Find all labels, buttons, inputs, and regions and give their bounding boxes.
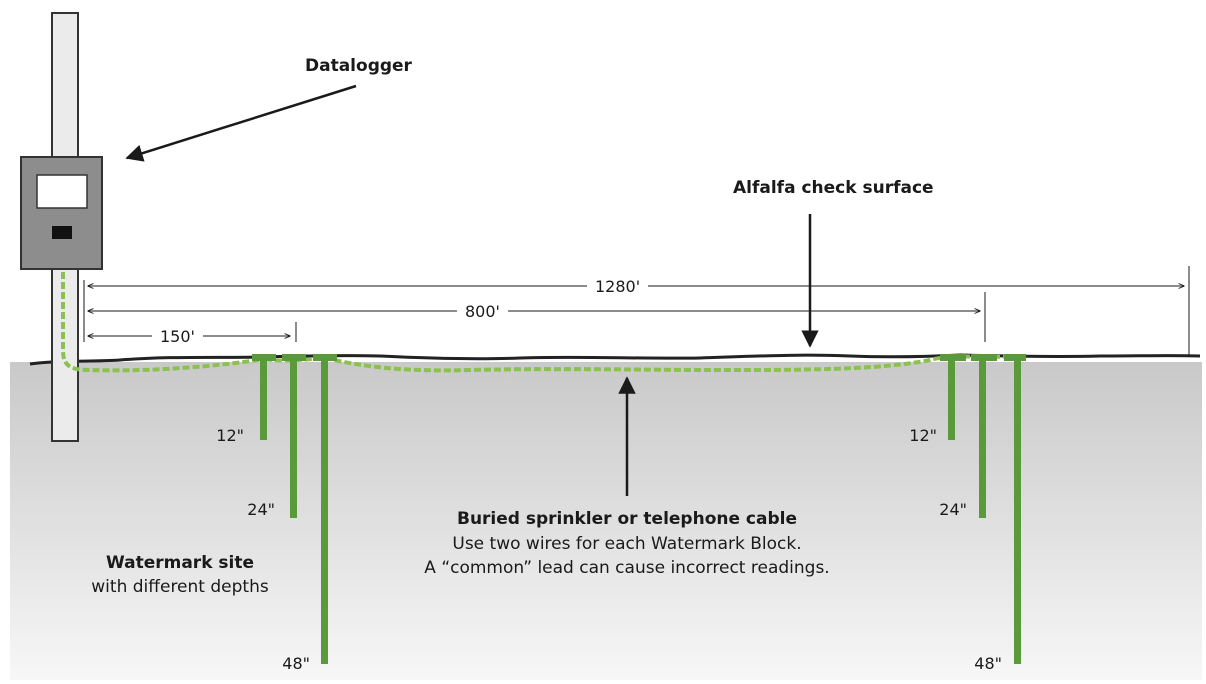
surface-label: Alfalfa check surface	[733, 178, 934, 198]
datalogger-label: Datalogger	[305, 56, 412, 76]
depth-label-left-12: 12"	[216, 426, 244, 445]
sensor-48-left	[321, 358, 328, 664]
depth-label-right-24: 24"	[939, 500, 967, 519]
site-title: Watermark site	[105, 553, 255, 573]
dimension-1280-label: 1280'	[587, 277, 649, 296]
datalogger-port	[52, 226, 72, 239]
cable-title: Buried sprinkler or telephone cable	[456, 509, 798, 529]
datalogger-display	[36, 174, 88, 209]
soil	[10, 362, 1202, 680]
right-sensor-group	[940, 354, 1026, 664]
cable-note-line2: A “common” lead can cause incorrect read…	[424, 558, 830, 578]
depth-label-right-12: 12"	[909, 426, 937, 445]
sensor-12-left	[260, 358, 267, 440]
buried-cable	[61, 272, 1016, 373]
sensor-24-right	[979, 358, 986, 518]
sensor-24-left	[290, 358, 297, 518]
sensor-48-right	[1014, 358, 1021, 664]
depth-label-left-48: 48"	[282, 654, 310, 673]
dimension-800-label: 800'	[457, 302, 508, 321]
depth-label-left-24: 24"	[247, 500, 275, 519]
datalogger-box	[20, 156, 103, 270]
cable-note-line1: Use two wires for each Watermark Block.	[452, 534, 802, 554]
dimension-150-label: 150'	[152, 327, 203, 346]
sensor-12-right	[948, 358, 955, 440]
site-subtitle: with different depths	[91, 577, 269, 597]
depth-label-right-48: 48"	[974, 654, 1002, 673]
left-sensor-group	[252, 354, 337, 664]
datalogger-arrow	[125, 84, 357, 162]
